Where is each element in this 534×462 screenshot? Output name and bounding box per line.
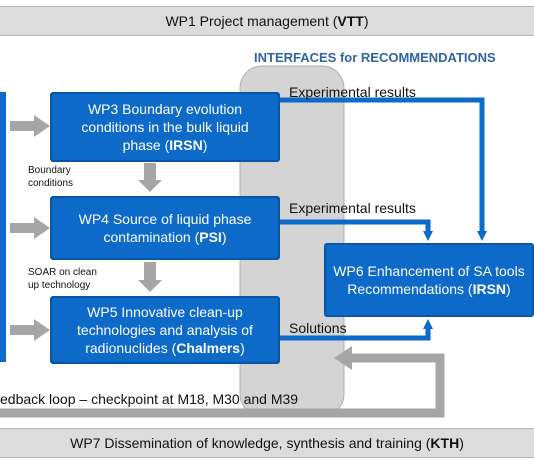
wp4-line2: contamination ( (103, 229, 200, 245)
wp3-org: IRSN (169, 137, 203, 153)
gray-arrow-to-wp4 (10, 217, 50, 239)
wp5-line2: technologies and analysis of (77, 322, 253, 338)
gray-arrow-to-wp3 (10, 115, 50, 137)
wp6-line2: Recommendations ( (347, 281, 473, 297)
wp3-line1: WP3 Boundary evolution (87, 101, 243, 117)
arrow-wp3-to-wp6 (280, 97, 487, 241)
wp4-org: PSI (199, 229, 222, 245)
wp3-close: ) (202, 137, 208, 153)
label-soar-line2: up technology (28, 280, 91, 291)
wp4-line2-wrap: contamination (PSI) (52, 228, 278, 246)
wp1-text: WP1 Project management ( (165, 13, 338, 29)
wp4-line1: WP4 Source of liquid phase (78, 211, 252, 227)
wp5-close: ) (240, 340, 245, 356)
wp3-line3: phase ( (122, 137, 170, 153)
wp5-line3-wrap: radionuclides (Chalmers) (52, 339, 278, 357)
arrow-wp4-to-wp6 (280, 219, 433, 241)
wp1-close: ) (363, 13, 369, 29)
wp4-box: WP4 Source of liquid phase contamination… (50, 196, 280, 260)
label-boundary-conditions: Boundary conditions (28, 164, 73, 190)
wp5-org: Chalmers (176, 340, 241, 356)
wp6-close: ) (506, 281, 511, 297)
arrow-wp5-to-wp6 (280, 319, 433, 341)
feedback-loop-line (0, 353, 445, 418)
label-soar: SOAR on clean up technology (28, 266, 97, 292)
wp3-box: WP3 Boundary evolution conditions in the… (50, 92, 280, 162)
wp5-box: WP5 Innovative clean-up technologies and… (50, 296, 280, 364)
label-boundary-line2: conditions (28, 178, 74, 189)
feedback-loop-head (334, 346, 352, 370)
label-soar-line1: SOAR on clean (28, 267, 97, 278)
wp3-line2: conditions in the bulk liquid (81, 119, 249, 135)
label-experimental-results-1: Experimental results (289, 84, 416, 100)
label-experimental-results-2: Experimental results (289, 200, 416, 216)
wp6-box: WP6 Enhancement of SA tools Recommendati… (324, 243, 534, 317)
gray-arrow-wp3-wp4 (138, 163, 162, 192)
wp1-bar: WP1 Project management (VTT) (0, 6, 534, 36)
wp4-close: ) (221, 229, 227, 245)
gray-arrow-wp4-wp5 (138, 262, 162, 292)
wp5-line1: WP5 Innovative clean-up (87, 304, 243, 320)
label-feedback-loop: edback loop – checkpoint at M18, M30 and… (0, 391, 299, 407)
wp7-bar: WP7 Dissemination of knowledge, synthesi… (0, 428, 534, 458)
wp5-line3: radionuclides ( (85, 340, 177, 356)
wp7-close: ) (459, 435, 464, 451)
label-boundary-line1: Boundary (28, 165, 71, 176)
label-solutions: Solutions (289, 320, 347, 336)
wp6-line1: WP6 Enhancement of SA tools (333, 263, 525, 279)
wp6-org: IRSN (472, 281, 507, 297)
left-partial-box (0, 92, 6, 362)
wp7-org: KTH (430, 435, 460, 451)
gray-arrow-to-wp5 (10, 319, 50, 341)
wp3-line3-wrap: phase (IRSN) (52, 136, 278, 154)
wp6-line2-wrap: Recommendations (IRSN) (347, 280, 510, 298)
wp1-org: VTT (337, 13, 364, 29)
interfaces-title: INTERFACES for RECOMMENDATIONS (254, 50, 496, 65)
wp7-text: WP7 Dissemination of knowledge, synthesi… (70, 435, 431, 451)
